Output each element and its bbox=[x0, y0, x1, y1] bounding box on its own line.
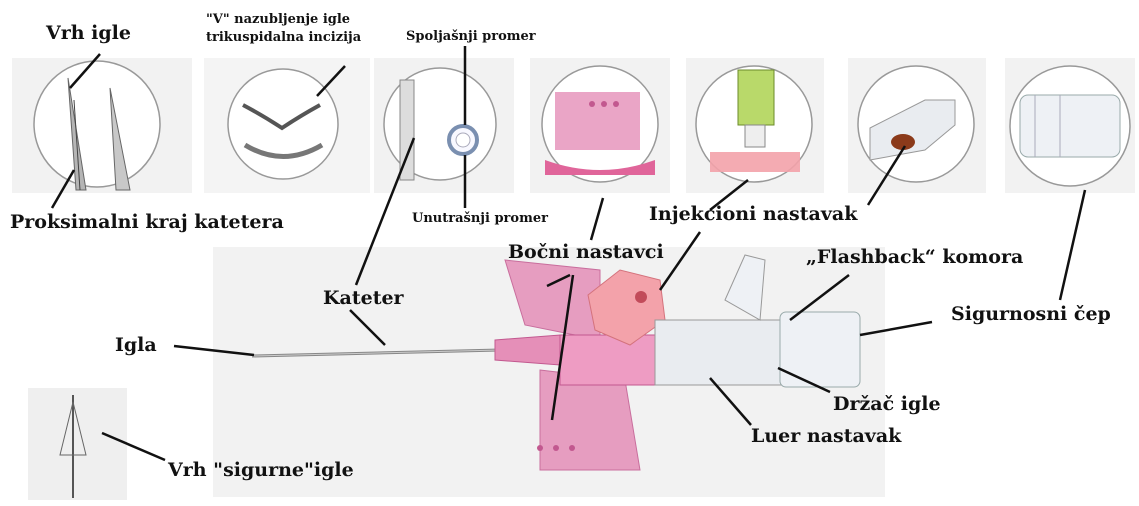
label-bocni: Bočni nastavci bbox=[508, 243, 664, 262]
safety-cap-circle bbox=[1010, 66, 1130, 186]
label-flashback: „Flashback“ komora bbox=[806, 248, 1023, 267]
label-igla: Igla bbox=[115, 336, 157, 355]
side-wings-circle bbox=[542, 66, 658, 182]
label-vrh-sigurne: Vrh "sigurne"igle bbox=[168, 461, 354, 480]
label-sigurnosni: Sigurnosni čep bbox=[951, 305, 1111, 324]
label-luer: Luer nastavak bbox=[751, 427, 901, 446]
injection-port-circle bbox=[696, 66, 812, 182]
diameter-circle bbox=[384, 68, 496, 180]
label-spoljasnji: Spoljašnji promer bbox=[406, 30, 536, 43]
label-injekcioni: Injekcioni nastavak bbox=[649, 205, 857, 224]
flashback-circle bbox=[858, 66, 974, 182]
label-trikuspidalna: trikuspidalna incizija bbox=[206, 31, 361, 44]
v-notch-circle bbox=[228, 69, 338, 179]
label-v-nazubljenje: "V" nazubljenje igle bbox=[206, 13, 350, 26]
safety-tip-panel bbox=[28, 388, 127, 500]
label-unutrasnji: Unutrašnji promer bbox=[412, 212, 548, 225]
label-vrh-igle: Vrh igle bbox=[46, 24, 131, 43]
label-drzac: Držač igle bbox=[833, 395, 941, 414]
label-proksimalni: Proksimalni kraj katetera bbox=[10, 213, 284, 232]
label-kateter: Kateter bbox=[323, 289, 404, 308]
